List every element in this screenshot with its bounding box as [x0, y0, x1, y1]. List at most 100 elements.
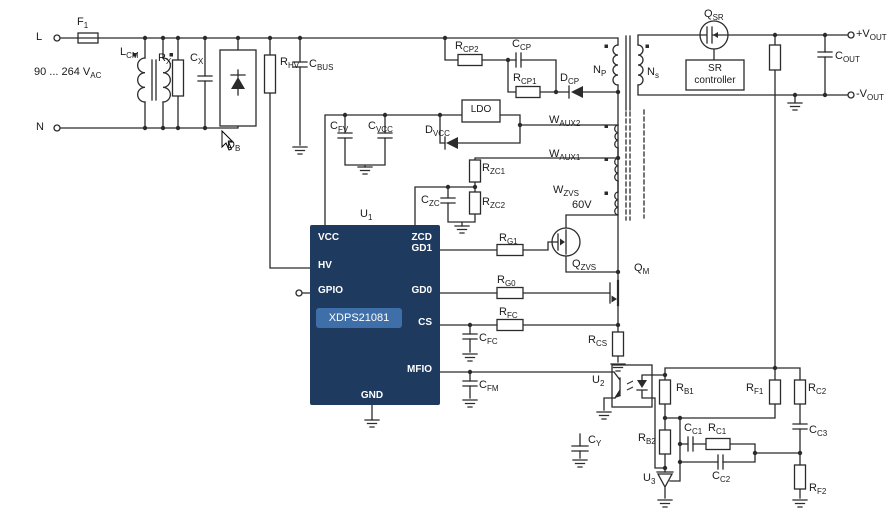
resistors — [171, 44, 807, 490]
pin-gd1: GD1 — [411, 243, 432, 254]
resistor-rg0 — [496, 286, 524, 300]
label-rg1: RG1 — [499, 232, 518, 247]
bridge-rectifier — [219, 49, 257, 127]
label-l-terminal: L — [36, 31, 43, 43]
terminal-l — [53, 34, 61, 42]
terminal-vout-plus — [847, 31, 855, 39]
common-mode-choke — [133, 53, 173, 103]
resistor-rc2 — [793, 379, 807, 405]
pin-gnd: GND — [360, 390, 384, 401]
label-rc2: RC2 — [808, 382, 827, 397]
label-f1: F1 — [77, 16, 89, 31]
resistor-rzc2 — [468, 191, 482, 215]
pin-gpio: GPIO — [318, 285, 344, 296]
resistor-rzc1 — [468, 159, 482, 183]
label-wzvs: WZVS — [553, 184, 579, 199]
label-waux2: WAUX2 — [549, 114, 581, 129]
label-rcp1: RCP1 — [513, 72, 537, 87]
resistor-rg1 — [496, 243, 524, 257]
feedback-wires — [579, 367, 801, 499]
label-cout: COUT — [835, 50, 860, 65]
mosfet-qm — [609, 279, 620, 307]
label-rx: RX — [158, 52, 172, 67]
capacitor-plates — [197, 51, 833, 470]
label-rb1: RB1 — [676, 382, 694, 397]
clamp-network-wires — [444, 37, 619, 93]
resistor-rhv — [263, 54, 277, 94]
label-rzc1: RZC1 — [482, 162, 506, 177]
label-rb2: RB2 — [638, 432, 656, 447]
fuse-f1 — [77, 32, 99, 44]
label-vout-minus: -VOUT — [856, 88, 884, 103]
label-rf2: RF2 — [809, 482, 827, 497]
pin-vcc: VCC — [318, 232, 340, 243]
label-rg0: RG0 — [497, 274, 516, 289]
label-cfv: CFV — [330, 120, 349, 135]
transformer — [604, 35, 649, 221]
diode-dvcc — [444, 136, 458, 150]
label-lcm: LCM — [120, 46, 139, 61]
pin-cs: CS — [418, 317, 432, 328]
sr-label-line2: controller — [694, 75, 736, 86]
ic-part-number: XDPS21081 — [316, 308, 402, 328]
label-rcp2: RCP2 — [455, 40, 479, 55]
resistor-rb2 — [658, 429, 672, 455]
label-input-range: 90 ... 264 VAC — [34, 66, 102, 81]
resistor-rcp2 — [457, 53, 483, 67]
resistor-rx — [171, 59, 185, 97]
ground-symbols — [292, 102, 808, 508]
label-u2: U2 — [592, 374, 605, 389]
label-rcs: RCS — [588, 334, 608, 349]
label-cfc: CFC — [479, 332, 498, 347]
pin-hv: HV — [318, 260, 332, 271]
resistor-rf2 — [793, 464, 807, 490]
mosfet-qzvs — [551, 227, 581, 257]
resistor-rcs — [611, 331, 625, 357]
ns-polarity-dot — [645, 44, 649, 48]
label-ccp: CCP — [512, 38, 532, 53]
label-qm: QM — [634, 262, 650, 277]
secondary-wires — [637, 34, 849, 381]
label-rfc: RFC — [499, 306, 518, 321]
label-n-terminal: N — [36, 121, 44, 133]
ldo-label: LDO — [470, 104, 492, 115]
sr-controller-label: SR controller — [686, 63, 744, 87]
label-60v: 60V — [572, 199, 592, 211]
label-waux1: WAUX1 — [549, 148, 581, 163]
label-qsr: QSR — [704, 8, 724, 23]
label-cfm: CFM — [479, 379, 499, 394]
vcc-ldo-wires — [324, 114, 619, 226]
label-cx: CX — [190, 52, 204, 67]
sr-controller-box — [685, 59, 745, 91]
resistor-rfc — [496, 318, 524, 332]
label-ns: Ns — [647, 66, 659, 81]
resistor-rb1 — [658, 379, 672, 405]
label-u1: U1 — [360, 208, 373, 223]
label-np: NP — [593, 64, 607, 79]
label-cvcc: CVCC — [368, 120, 393, 135]
gpio-open-terminal — [295, 289, 303, 297]
label-vout-plus: +VOUT — [856, 28, 887, 43]
ldo-box — [461, 99, 501, 123]
terminal-vout-minus — [847, 91, 855, 99]
label-rf1: RF1 — [746, 382, 764, 397]
optocoupler-u2 — [611, 364, 653, 408]
input-stage-wires — [59, 37, 619, 269]
pin-gd0: GD0 — [411, 285, 432, 296]
pin-zcd: ZCD — [411, 232, 432, 243]
diode-dcp — [568, 85, 583, 99]
label-cc2: CC2 — [712, 470, 731, 485]
np-polarity-dot — [604, 44, 608, 48]
label-dvcc: DVCC — [425, 124, 450, 139]
mosfet-qsr — [699, 20, 729, 50]
label-cc3: CC3 — [809, 424, 828, 439]
sr-label-line1: SR — [708, 63, 722, 74]
mouse-cursor — [221, 129, 235, 151]
label-u3: U3 — [643, 472, 656, 487]
shunt-regulator-u3 — [656, 471, 674, 489]
terminal-n — [53, 124, 61, 132]
terminals-graphics — [53, 31, 855, 297]
label-czc: CZC — [421, 194, 440, 209]
